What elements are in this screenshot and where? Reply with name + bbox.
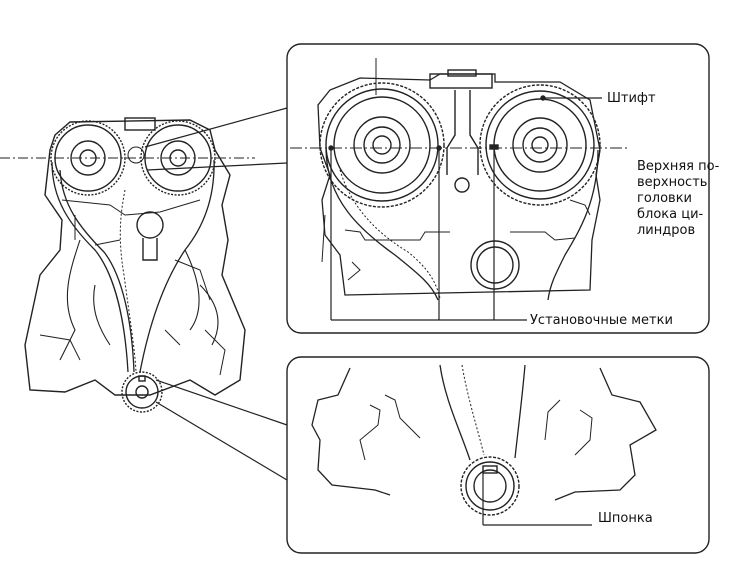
callout-line-bottom-b: [155, 401, 288, 481]
callout-line-top-a: [144, 107, 288, 148]
crank-block-outline: [311, 367, 657, 501]
block-boss: [136, 211, 164, 239]
detail-panel-camshaft: [286, 43, 710, 334]
callout-line-top-b: [146, 162, 288, 171]
panel-frame-top: [286, 43, 710, 334]
detail-lower-contour: [321, 199, 591, 281]
detail-crank-sprocket: [460, 456, 520, 516]
detail-panel-crankshaft: [286, 356, 710, 554]
callout-line-bottom-a: [155, 379, 288, 426]
top-bracket: [429, 73, 493, 89]
timing-marks-label: Установочные метки: [530, 313, 673, 328]
callout-circle-top: [127, 146, 145, 164]
tensioner-bracket: [124, 117, 156, 131]
engine-front-view: [0, 107, 288, 481]
timing-belt: [51, 159, 215, 373]
top-bracket-inner: [447, 69, 477, 77]
crank-belt-right: [514, 364, 526, 459]
crank-belt-left: [439, 364, 471, 461]
detail-timing-belt-left: [325, 149, 439, 301]
center-column: [446, 90, 479, 175]
crank-block-detail: [359, 394, 593, 461]
block-right-contour: [184, 249, 219, 346]
pin-label: Штифт: [607, 91, 656, 106]
key-label: Шпонка: [598, 511, 653, 526]
panel-frame-bottom: [286, 356, 710, 554]
detail-lower-boss: [470, 240, 520, 290]
block-left-contour: [59, 239, 111, 361]
crank-belt-left-dashed: [461, 364, 485, 456]
detail-left-cam-pulley: [319, 82, 445, 208]
center-hole: [454, 177, 470, 193]
block-slot: [142, 238, 158, 261]
timing-belt-inner: [119, 189, 137, 373]
head-surface-label: Верхняя по-верхность головки блока ци-ли…: [637, 159, 720, 238]
engine-block-outline: [24, 119, 246, 396]
detail-timing-belt-left-inner: [339, 169, 441, 299]
cyl-head-outline: [317, 73, 601, 296]
crank-pulley: [121, 371, 163, 413]
detail-timing-belt-right: [547, 149, 599, 301]
detail-lower-boss-inner: [476, 246, 514, 284]
